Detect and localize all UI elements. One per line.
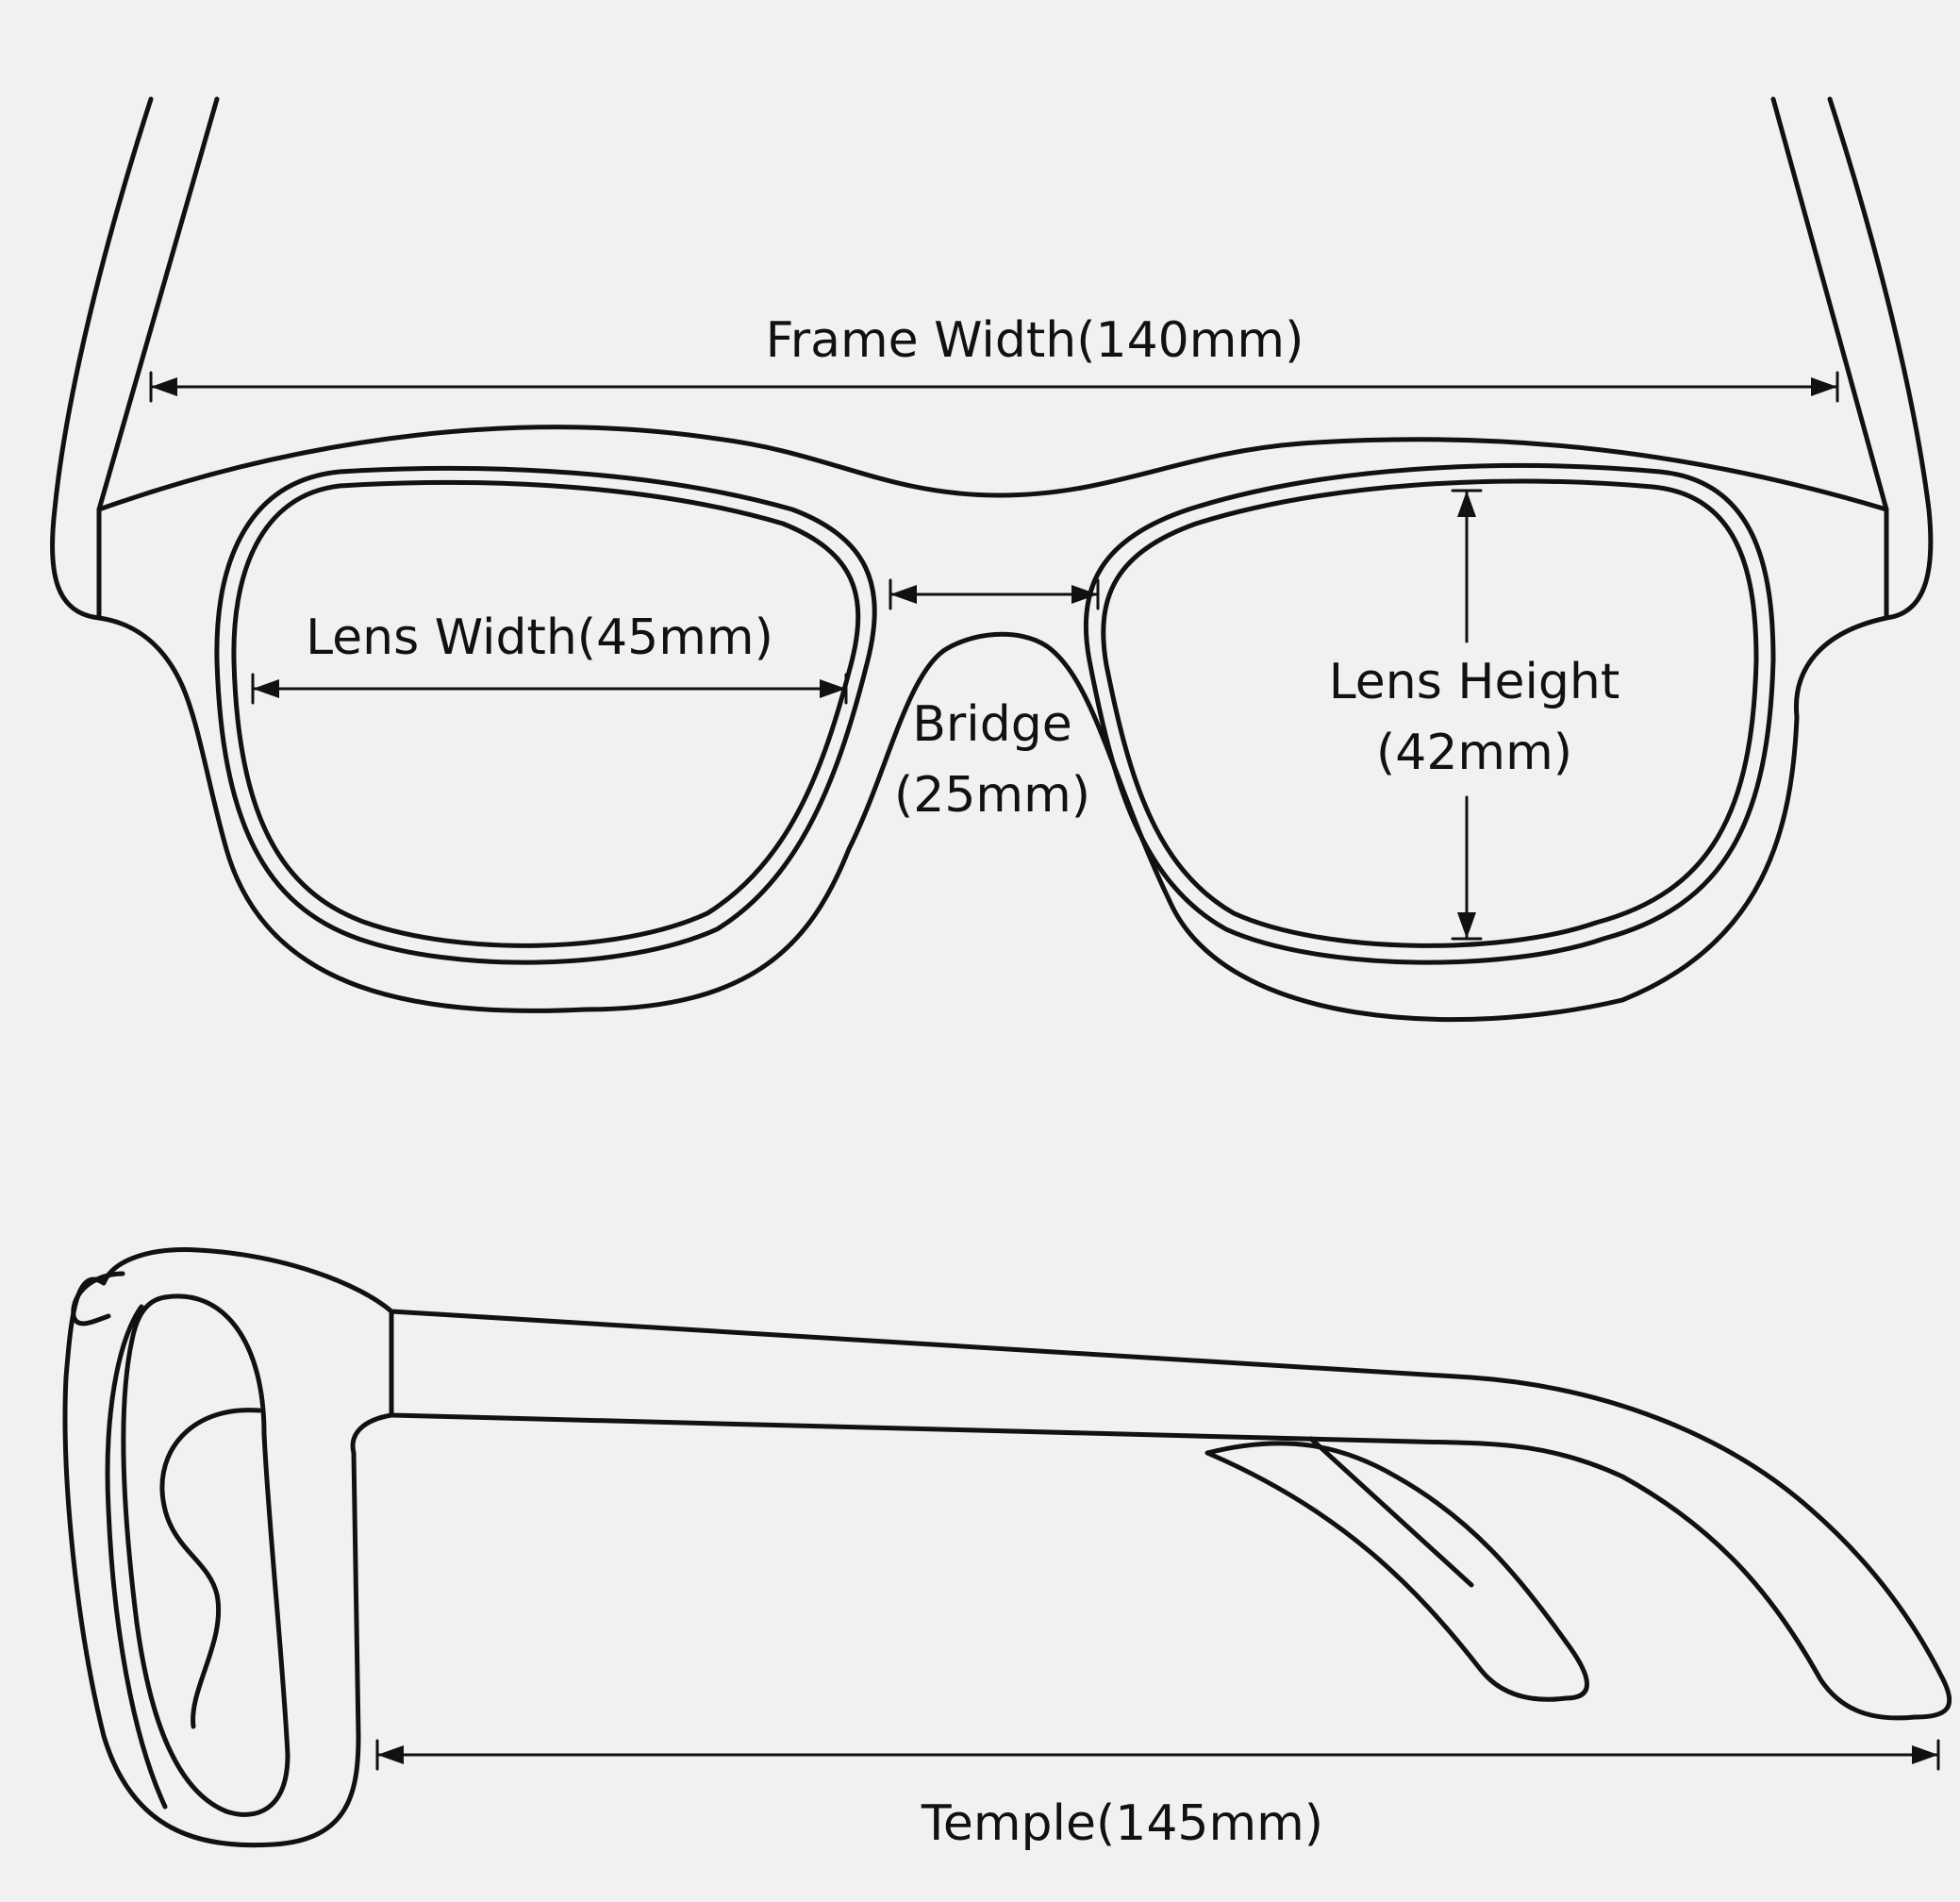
frame-width-label: Frame Width(140mm) [766,312,1304,369]
lens-height-label-line2: (42mm) [1376,725,1572,781]
side-lens-loop [121,1293,291,1817]
front-right-lens-inner [1101,478,1759,948]
front-left-lens-outer [214,465,877,965]
frame-width-dimension: Frame Width(140mm) [149,312,1839,403]
bridge-label-line2: (25mm) [894,767,1090,824]
front-left-temple-tip [50,96,154,621]
front-left-lens-inner [231,479,861,948]
temple-label: Temple(145mm) [921,1795,1323,1852]
front-frame-outline [96,425,1889,1023]
side-temple-tip [1204,1441,1589,1702]
side-temple-arm [389,1309,1952,1721]
lens-height-label-line1: Lens Height [1329,654,1620,710]
side-hinge-bump [71,1271,125,1326]
temple-dimension: Temple(145mm) [375,1739,1940,1852]
bridge-label-line1: Bridge [912,696,1072,753]
side-temple-inner-line [1308,1436,1474,1588]
front-right-temple-tip [1827,96,1934,621]
front-view [50,96,1934,1023]
side-nose-pad [159,1408,262,1729]
side-frame-front [62,1247,394,1848]
lens-width-label: Lens Width(45mm) [306,609,773,666]
lens-width-dimension: Lens Width(45mm) [251,609,848,705]
lens-height-dimension: Lens Height (42mm) [1329,489,1620,941]
bridge-dimension: Bridge (25mm) [889,578,1100,824]
front-right-temple-arm [1770,96,1889,512]
side-lens-edge [105,1304,168,1810]
side-view [62,1247,1952,1848]
front-right-lens-outer [1083,463,1776,965]
front-left-temple-arm [96,96,220,512]
